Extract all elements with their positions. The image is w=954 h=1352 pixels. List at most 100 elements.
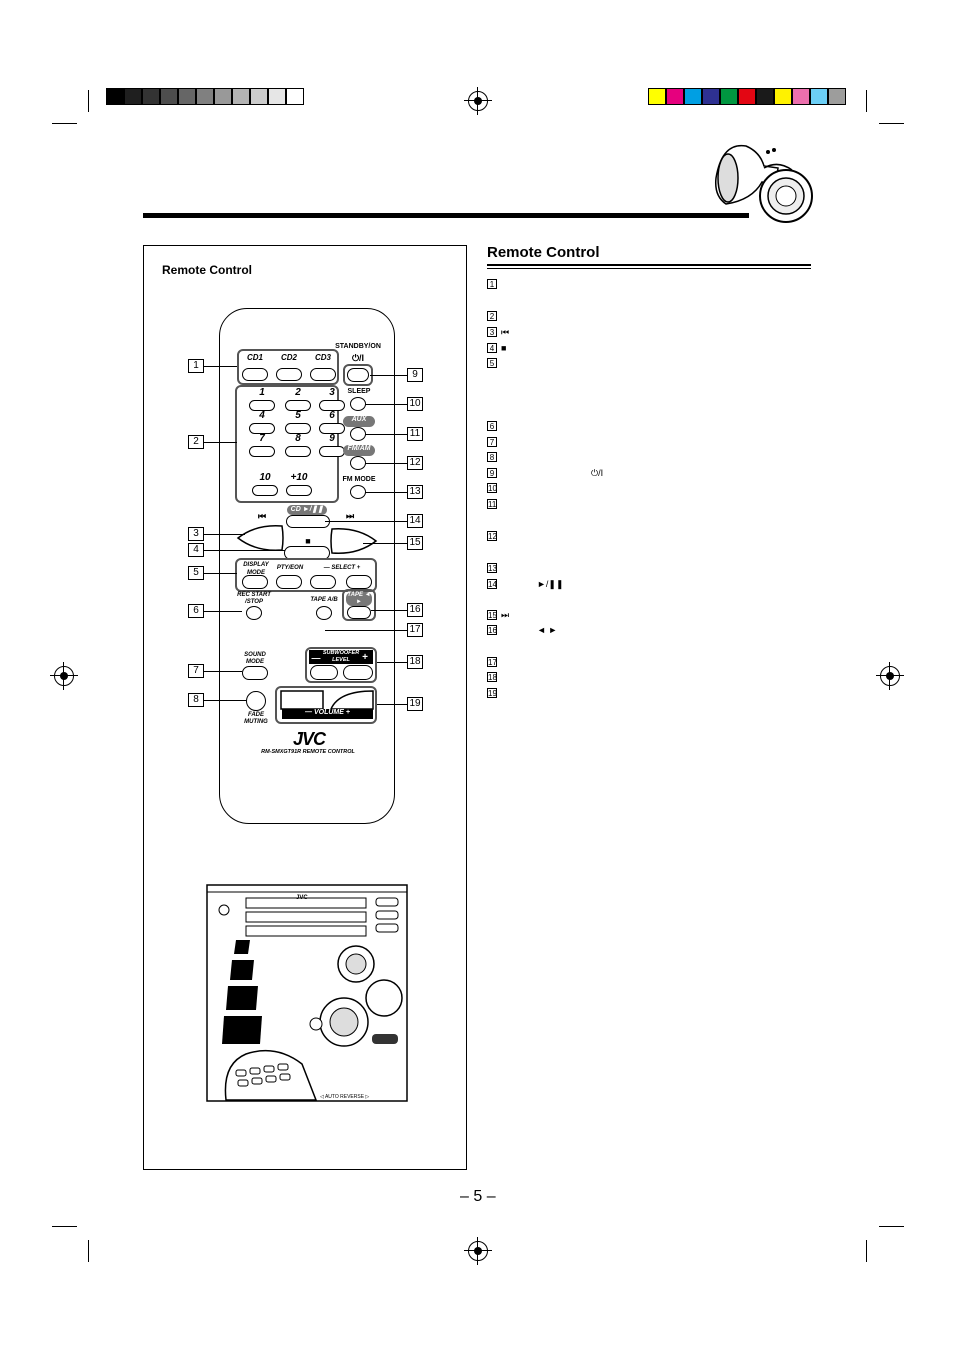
digit-button[interactable] <box>285 446 311 457</box>
next-label: ⏭ <box>345 511 355 521</box>
crop-mark <box>879 1226 904 1227</box>
list-number: 5 <box>487 357 497 368</box>
callout-9: 9 <box>407 368 423 382</box>
callout-6: 6 <box>188 604 204 618</box>
callout-leader <box>204 534 245 535</box>
remote-model: RM-SMXGT91R REMOTE CONTROL <box>261 749 355 755</box>
digit-button[interactable] <box>285 423 311 434</box>
prev-button[interactable] <box>236 522 286 552</box>
list-number: 16 <box>487 624 497 635</box>
color-swatch <box>774 88 792 105</box>
callout-leader <box>204 366 237 367</box>
callout-leader <box>365 404 407 405</box>
list-item: 17 <box>487 655 501 667</box>
aux-button[interactable] <box>350 427 366 441</box>
digit-button[interactable] <box>249 423 275 434</box>
color-swatch <box>684 88 702 105</box>
list-item: 15⏭ <box>487 608 509 620</box>
gray-swatch <box>214 88 232 105</box>
unit-brand: JVC <box>296 895 308 901</box>
list-item: 2 <box>487 309 501 321</box>
list-number: 19 <box>487 687 497 698</box>
color-swatch <box>648 88 666 105</box>
next-button[interactable] <box>328 527 378 557</box>
color-swatch <box>828 88 846 105</box>
gray-swatch <box>268 88 286 105</box>
standby-button[interactable] <box>347 368 369 382</box>
cd1-button[interactable] <box>242 368 268 381</box>
fmam-label: FM/AM <box>343 445 375 456</box>
subwoofer-plus-button[interactable] <box>343 665 373 680</box>
digit-button[interactable] <box>285 400 311 411</box>
list-symbol: ⏮ <box>501 326 510 337</box>
list-item: 12 <box>487 529 501 541</box>
stop-label: ■ <box>305 536 311 546</box>
callout-leader <box>325 630 407 631</box>
tape-button[interactable] <box>347 606 371 619</box>
list-symbol: ◄ ► <box>537 624 558 635</box>
digit-button[interactable] <box>286 485 312 496</box>
callout-leader <box>204 700 246 701</box>
callout-7: 7 <box>188 664 204 678</box>
display-mode-button[interactable] <box>242 575 268 589</box>
tape-ab-button[interactable] <box>316 606 332 620</box>
gray-swatch <box>124 88 142 105</box>
color-swatch <box>738 88 756 105</box>
pty-eon-button[interactable] <box>276 575 302 589</box>
cd3-button[interactable] <box>310 368 336 381</box>
rec-label: REC START /STOP <box>237 592 271 605</box>
fmam-button[interactable] <box>350 456 366 470</box>
callout-leader <box>363 543 407 544</box>
list-number: 3 <box>487 326 497 337</box>
fade-muting-button[interactable] <box>246 691 266 711</box>
sleep-button[interactable] <box>350 397 366 411</box>
digit-button[interactable] <box>252 485 278 496</box>
callout-leader <box>377 704 407 705</box>
callout-4: 4 <box>188 543 204 557</box>
callout-leader <box>371 610 407 611</box>
callout-18: 18 <box>407 655 423 669</box>
digit-button[interactable] <box>319 446 345 457</box>
prev-label: ⏮ <box>257 511 267 521</box>
cd-play-label: CD ►/❚❚ <box>287 505 327 515</box>
select-minus-button[interactable] <box>310 575 336 589</box>
callout-leader <box>365 463 407 464</box>
list-number: 14 <box>487 578 497 589</box>
subwoofer-label-bar <box>309 650 373 664</box>
registration-mark <box>464 1237 492 1265</box>
list-item: 10 <box>487 481 501 493</box>
callout-5: 5 <box>188 566 204 580</box>
number-button-group <box>235 385 339 503</box>
callout-19: 19 <box>407 697 423 711</box>
subwoofer-group <box>305 647 377 683</box>
list-number: 12 <box>487 530 497 541</box>
digit-button[interactable] <box>319 400 345 411</box>
list-number: 15 <box>487 609 497 620</box>
callout-10: 10 <box>407 397 423 411</box>
digit-label: 3 <box>329 387 335 398</box>
select-label: — SELECT + <box>323 565 361 571</box>
color-swatch <box>810 88 828 105</box>
rec-button[interactable] <box>246 606 262 620</box>
list-symbol: ⏻/I <box>591 467 604 478</box>
fade-muting-label: FADE MUTING <box>244 712 268 725</box>
tape-label: TAPE ◄ ► <box>346 592 372 606</box>
callout-leader <box>370 375 407 376</box>
list-number: 11 <box>487 498 497 509</box>
list-number: 18 <box>487 671 497 682</box>
color-swatch <box>702 88 720 105</box>
cd-play-button[interactable] <box>286 515 330 528</box>
digit-button[interactable] <box>319 423 345 434</box>
stereo-unit-illustration <box>206 884 408 1102</box>
fm-mode-button[interactable] <box>350 485 366 499</box>
subwoofer-minus-button[interactable] <box>310 665 338 680</box>
gray-swatch <box>286 88 304 105</box>
crop-mark <box>879 123 904 124</box>
select-plus-button[interactable] <box>346 575 372 589</box>
digit-button[interactable] <box>249 446 275 457</box>
sound-mode-button[interactable] <box>242 666 268 680</box>
sleep-label: SLEEP <box>347 388 371 395</box>
digit-button[interactable] <box>249 400 275 411</box>
volume-buttons[interactable] <box>279 689 375 711</box>
cd2-button[interactable] <box>276 368 302 381</box>
